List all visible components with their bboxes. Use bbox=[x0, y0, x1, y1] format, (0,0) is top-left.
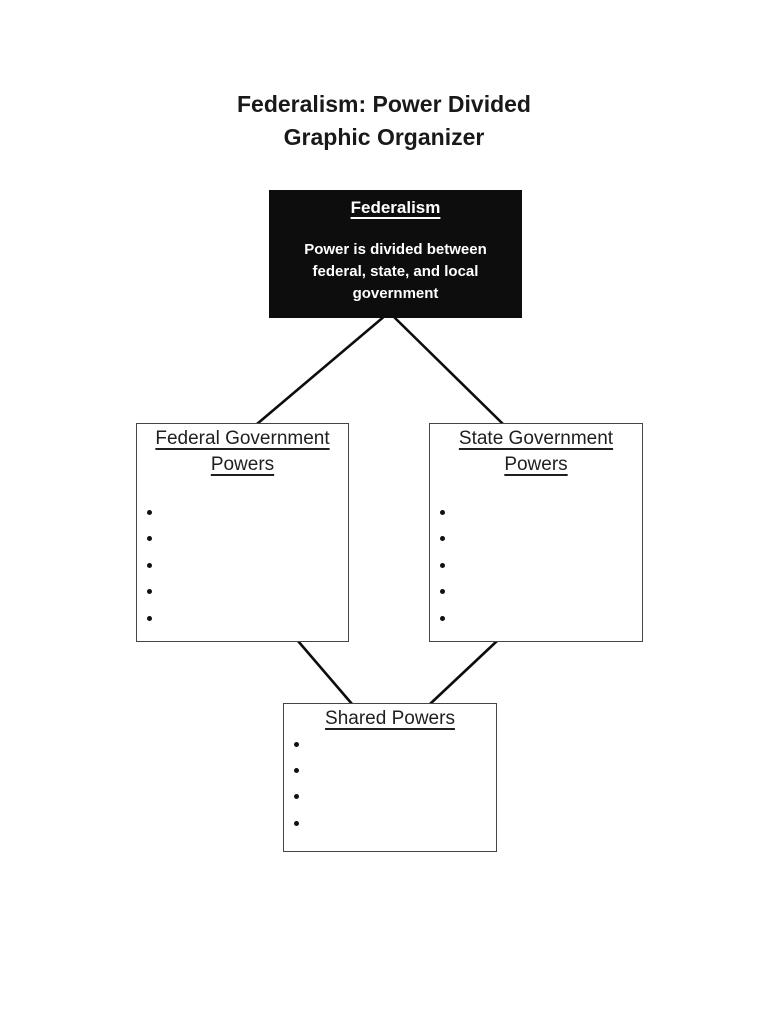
connector-state-to-shared bbox=[429, 640, 498, 705]
document-title-line1: Federalism: Power Divided bbox=[237, 91, 531, 117]
shared-powers-box: Shared Powers bbox=[283, 703, 497, 852]
bullet-item bbox=[440, 499, 445, 526]
bullet-icon bbox=[294, 820, 299, 826]
bullet-item bbox=[294, 784, 299, 810]
state-powers-box: State Government Powers bbox=[429, 423, 643, 642]
bullet-icon bbox=[147, 509, 152, 515]
bullet-icon bbox=[294, 741, 299, 747]
connector-federalism-to-federal bbox=[256, 316, 385, 425]
federalism-box-description: Power is divided between federal, state,… bbox=[304, 241, 487, 302]
federal-powers-bullet-list bbox=[147, 499, 152, 632]
bullet-item bbox=[147, 499, 152, 526]
bullet-item bbox=[440, 526, 445, 553]
federalism-box-heading: Federalism bbox=[350, 198, 441, 217]
shared-powers-bullet-list bbox=[294, 731, 299, 836]
bullet-item bbox=[147, 552, 152, 579]
bullet-item bbox=[440, 579, 445, 606]
connector-federalism-to-state bbox=[393, 316, 504, 425]
bullet-item bbox=[147, 526, 152, 553]
bullet-icon bbox=[294, 794, 299, 800]
shared-powers-heading: Shared Powers bbox=[325, 708, 455, 729]
state-powers-heading: State Government Powers bbox=[458, 428, 614, 475]
bullet-item bbox=[294, 810, 299, 836]
bullet-item bbox=[294, 757, 299, 783]
bullet-icon bbox=[147, 536, 152, 542]
bullet-item bbox=[294, 731, 299, 757]
connector-federal-to-shared bbox=[297, 640, 353, 705]
bullet-item bbox=[147, 579, 152, 606]
bullet-icon bbox=[147, 562, 152, 568]
federal-powers-heading: Federal Government Powers bbox=[155, 428, 330, 475]
document-title-line2: Graphic Organizer bbox=[283, 124, 485, 150]
federalism-box: Federalism Power is divided between fede… bbox=[269, 190, 522, 318]
federal-powers-box: Federal Government Powers bbox=[136, 423, 349, 642]
bullet-icon bbox=[294, 767, 299, 773]
bullet-icon bbox=[440, 589, 445, 595]
bullet-icon bbox=[147, 589, 152, 595]
document-title: Federalism: Power Divided Graphic Organi… bbox=[0, 88, 768, 154]
bullet-item bbox=[440, 552, 445, 579]
state-powers-bullet-list bbox=[440, 499, 445, 632]
bullet-item bbox=[147, 605, 152, 632]
bullet-item bbox=[440, 605, 445, 632]
bullet-icon bbox=[440, 509, 445, 515]
bullet-icon bbox=[147, 615, 152, 621]
bullet-icon bbox=[440, 615, 445, 621]
bullet-icon bbox=[440, 562, 445, 568]
bullet-icon bbox=[440, 536, 445, 542]
